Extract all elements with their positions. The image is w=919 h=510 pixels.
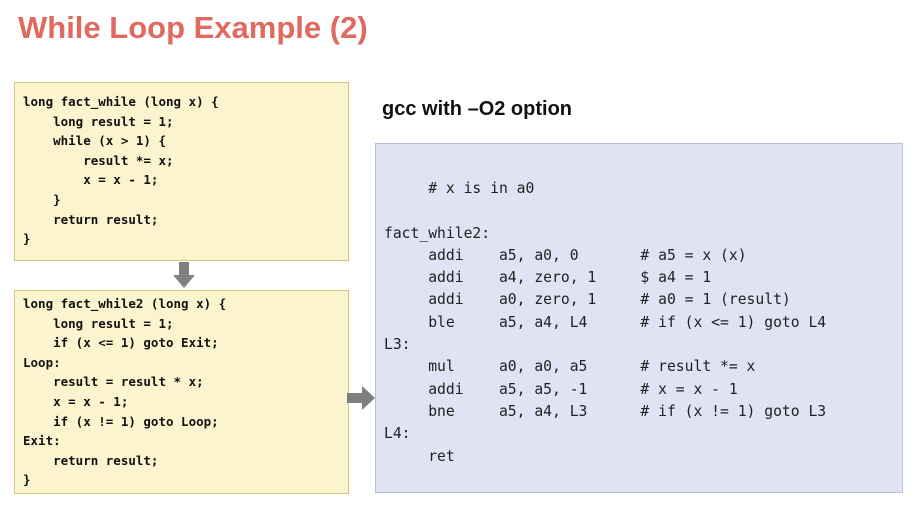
arrow-right-icon	[347, 386, 375, 410]
c-code-fact-while: long fact_while (long x) { long result =…	[14, 82, 349, 261]
arrow-down-icon	[173, 262, 195, 288]
asm-heading: gcc with –O2 option	[382, 98, 573, 120]
slide-title: While Loop Example (2)	[18, 10, 368, 45]
assembly-code: # x is in a0 fact_while2: addi a5, a0, 0…	[375, 143, 903, 493]
c-code-fact-while2: long fact_while2 (long x) { long result …	[14, 290, 349, 494]
